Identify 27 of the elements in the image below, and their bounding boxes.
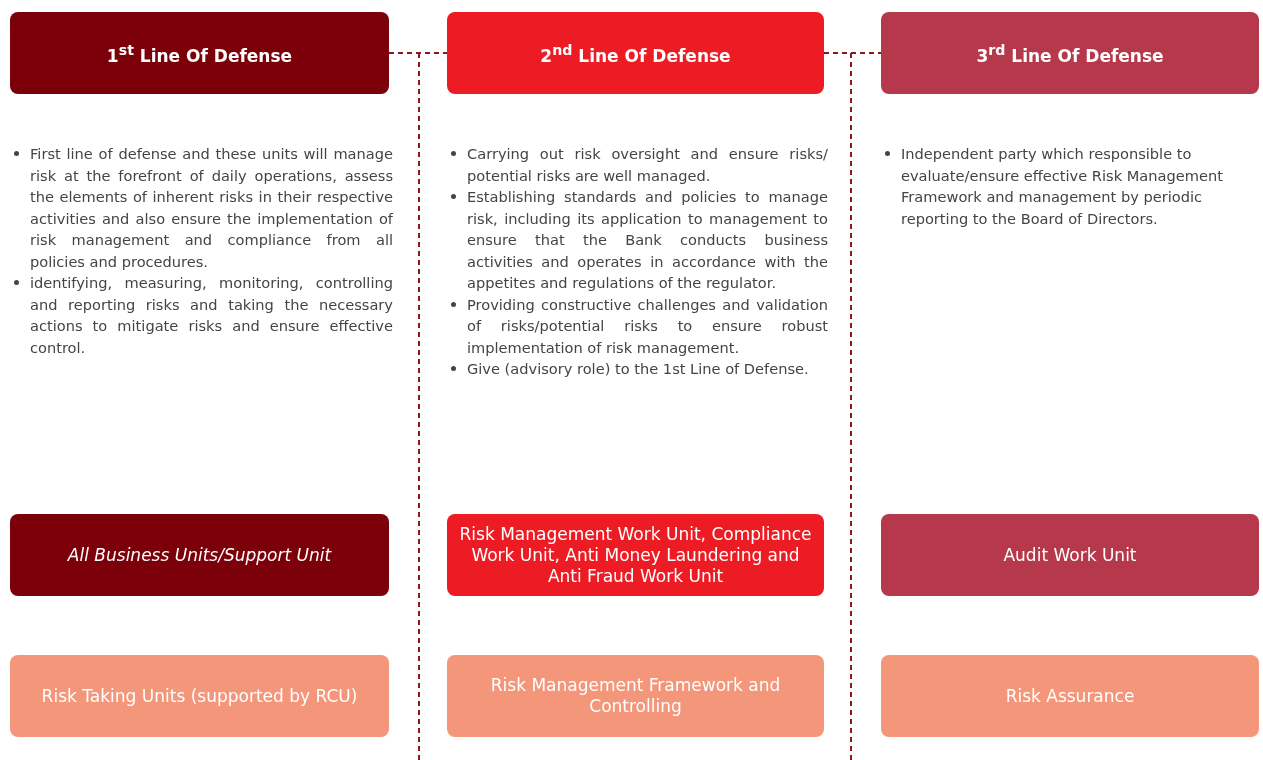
box-label: Risk Management Work Unit, Compliance Work Unit, Anti Money Laundering and Anti Fraud Work Unit — [458, 523, 813, 587]
bullet-text: First line of defense and these units will manage risk at the forefront of daily operations, assess the elements of inherent risks in their respective activities and also ensure the implementation of risk management and compliance from all policies and procedures. — [30, 145, 393, 270]
header-title: 2$^{nd}$ Line Of Defense — [540, 40, 731, 67]
bullet-text: Carrying out risk oversight and ensure risks/ potential risks are well managed. — [467, 145, 828, 184]
header-title: 1$^{st}$ Line Of Defense — [106, 40, 293, 67]
bullet-text: identifying, measuring, monitoring, controlling and reporting risks and taking the necessary actions to mitigate risks and ensure effective control. — [30, 274, 393, 356]
line-header-box — [10, 12, 389, 94]
line-header-box — [881, 12, 1259, 94]
connector-line — [823, 52, 882, 54]
box-label: Audit Work Unit — [1003, 544, 1137, 566]
bullet-text: Give (advisory role) to the 1st Line of Defense. — [467, 360, 809, 377]
work-unit-box — [447, 514, 824, 596]
line-header-box — [447, 12, 824, 94]
connector-line — [388, 52, 448, 54]
work-unit-box — [10, 514, 389, 596]
box-label: Risk Management Framework and Controlling — [489, 675, 782, 717]
role-box — [10, 655, 389, 737]
bullet-text: Providing constructive challenges and validation of risks/potential risks to ensure robust implementation of risk management. — [467, 295, 828, 356]
role-box — [447, 655, 824, 737]
box-label: Risk Taking Units (supported by RCU) — [41, 685, 358, 707]
box-label: All Business Units/Support Unit — [67, 544, 332, 566]
box-label: Risk Assurance — [1005, 685, 1135, 707]
role-box — [881, 655, 1259, 737]
bullet-text: Independent party which responsible to evaluate/ensure effective Risk Management Framework and management by periodic reporting to the Board of Directors. — [901, 145, 1223, 227]
work-unit-box — [881, 514, 1259, 596]
header-title: 3$^{rd}$ Line Of Defense — [976, 40, 1164, 67]
bullet-text: Establishing standards and policies to manage risk, including its application to management to ensure that the Bank conducts business activities and operates in accordance with the appetites and regulations of the regulator. — [467, 188, 828, 291]
